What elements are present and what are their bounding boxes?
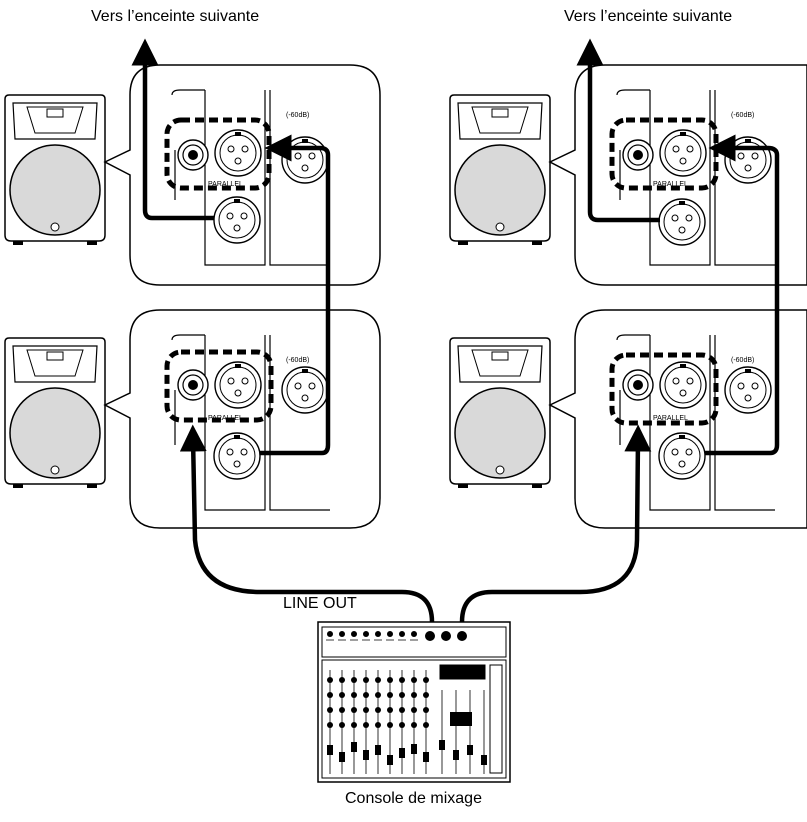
label-next-speaker-left: Vers l’enceinte suivante [91, 8, 260, 25]
parallel-label: PARALLEL [653, 181, 688, 188]
xlr-input-top-left [214, 129, 262, 177]
jack-input-bottom-right [622, 369, 654, 401]
xlr-mic-top-left [281, 136, 329, 184]
xlr-input-bottom-left [214, 361, 262, 409]
parallel-label: PARALLEL [208, 415, 243, 422]
mixing-console [317, 621, 511, 783]
label-mixer: Console de mixage [345, 790, 482, 807]
xlr-input-top-right [659, 129, 707, 177]
xlr-output-top-left [213, 196, 261, 244]
xlr-input-bottom-right [659, 361, 707, 409]
xlr-mic-top-right [724, 136, 772, 184]
cable-mixer-to-right [459, 424, 652, 623]
cable-top-left-to-next [131, 38, 214, 221]
xlr-output-top-right [658, 198, 706, 246]
xlr-output-bottom-right [658, 432, 706, 480]
speaker-top-right [449, 94, 551, 246]
label-next-speaker-right: Vers l’enceinte suivante [564, 8, 733, 25]
cable-mixer-to-left [179, 424, 435, 623]
highlight-inputs-bottom-right [609, 352, 719, 426]
speaker-top-left [4, 94, 106, 246]
attenuation-label: (-60dB) [731, 357, 754, 364]
attenuation-label: (-60dB) [731, 112, 754, 119]
jack-input-top-right [622, 139, 654, 171]
xlr-mic-bottom-right [724, 366, 772, 414]
xlr-mic-bottom-left [281, 366, 329, 414]
attenuation-label: (-60dB) [286, 112, 309, 119]
jack-input-top-left [177, 139, 209, 171]
jack-input-bottom-left [177, 369, 209, 401]
xlr-output-bottom-left [213, 432, 261, 480]
cable-top-right-to-next [576, 38, 660, 223]
speaker-bottom-left [4, 337, 106, 489]
cable-bottom-right-to-top-right [705, 134, 780, 456]
parallel-label: PARALLEL [208, 181, 243, 188]
highlight-inputs-bottom-left [164, 349, 274, 423]
speaker-bottom-right [449, 337, 551, 489]
label-line-out: LINE OUT [283, 595, 357, 612]
cable-bottom-left-to-top-left [260, 134, 331, 456]
attenuation-label: (-60dB) [286, 357, 309, 364]
parallel-label: PARALLEL [653, 415, 688, 422]
